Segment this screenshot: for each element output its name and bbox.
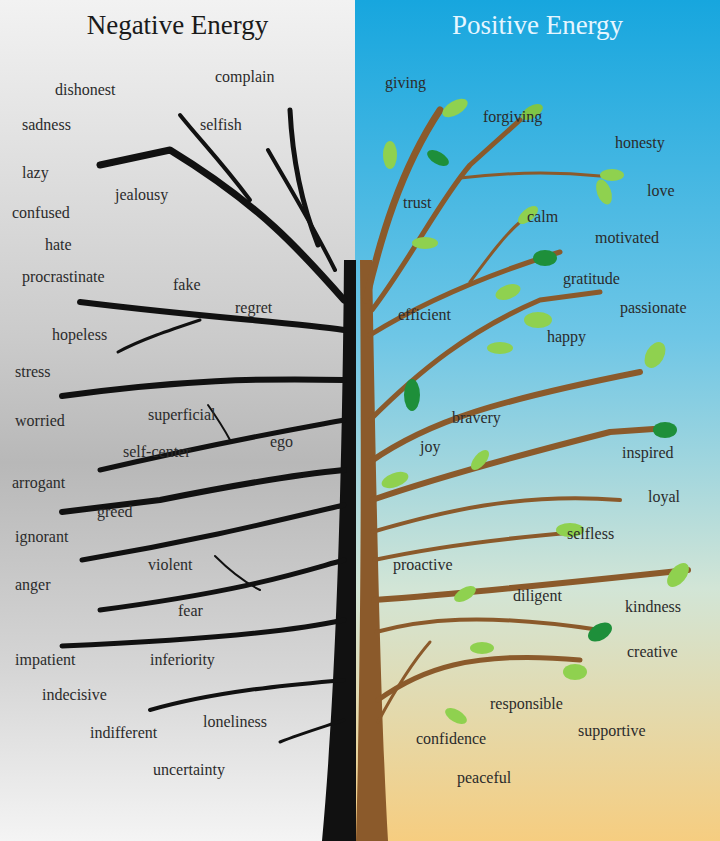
energy-word: anger [15,576,51,594]
energy-word: giving [385,74,426,92]
energy-word: arrogant [12,474,65,492]
energy-word: impatient [15,651,75,669]
energy-word: proactive [393,556,453,574]
energy-word: efficient [398,306,451,324]
energy-word: loyal [648,488,680,506]
energy-word: bravery [452,409,501,427]
energy-word: loneliness [203,713,267,731]
energy-word: lazy [22,164,49,182]
energy-word: joy [420,438,440,456]
energy-word: confused [12,204,70,222]
energy-word: selfish [200,116,242,134]
energy-word: indecisive [42,686,107,704]
panel-heading: Negative Energy [0,10,355,41]
energy-word: peaceful [457,769,511,787]
energy-word: confidence [416,730,486,748]
energy-word: forgiving [483,108,542,126]
energy-panel: Positive Energy [355,0,720,841]
energy-word: procrastinate [22,268,105,286]
energy-word: fear [178,602,203,620]
energy-word: sadness [22,116,71,134]
energy-word: indifferent [90,724,157,742]
energy-word: love [647,182,675,200]
energy-word: stress [15,363,51,381]
energy-word: regret [235,299,272,317]
energy-word: trust [403,194,431,212]
energy-word: inspired [622,444,674,462]
energy-word: diligent [513,587,562,605]
energy-word: worried [15,412,65,430]
energy-word: violent [148,556,192,574]
energy-word: jealousy [115,186,168,204]
energy-word: ignorant [15,528,68,546]
energy-word: selfless [567,525,614,543]
energy-word: complain [215,68,275,86]
energy-word: hate [45,236,72,254]
energy-word: creative [627,643,678,661]
energy-word: uncertainty [153,761,225,779]
energy-word: fake [173,276,201,294]
panel-heading: Positive Energy [355,10,720,41]
energy-word: hopeless [52,326,107,344]
energy-word: gratitude [563,270,620,288]
energy-word: dishonest [55,81,115,99]
energy-word: passionate [620,299,687,317]
energy-word: happy [547,328,586,346]
energy-word: self-center [123,443,191,461]
energy-word: motivated [595,229,659,247]
energy-word: superficial [148,406,216,424]
energy-word: greed [97,503,133,521]
energy-word: honesty [615,134,665,152]
energy-word: ego [270,433,293,451]
energy-word: supportive [578,722,646,740]
energy-word: inferiority [150,651,215,669]
energy-word: kindness [625,598,681,616]
energy-word: responsible [490,695,563,713]
energy-word: calm [527,208,558,226]
